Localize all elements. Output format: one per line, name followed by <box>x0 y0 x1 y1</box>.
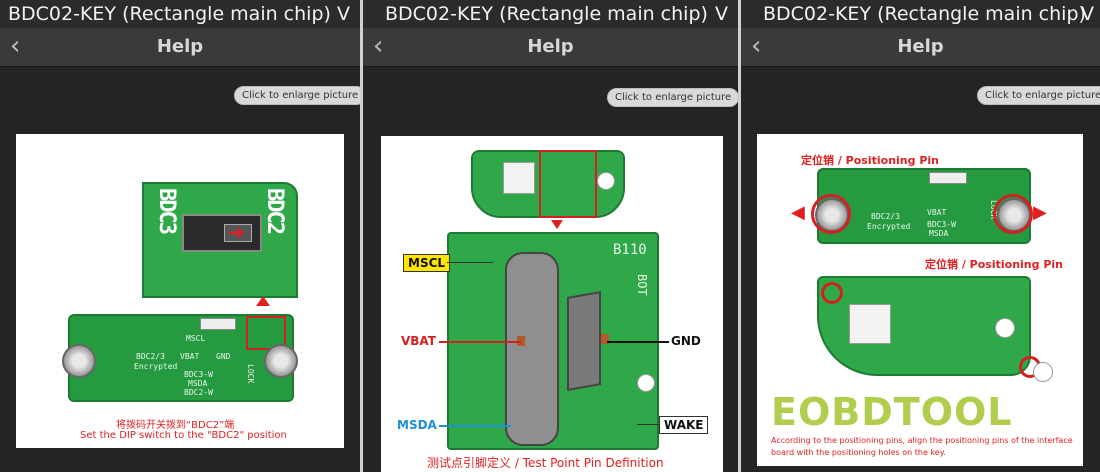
board-text-msda: MSDA <box>929 229 949 238</box>
interface-board: MSCL BDC2/3 Encrypted VBAT GND BDC3-W MS… <box>68 314 294 402</box>
board-text-bdc2w: BDC2-W <box>184 388 213 397</box>
board-text-bdc3w: BDC3-W <box>184 370 213 379</box>
board-text-gnd: GND <box>216 352 231 361</box>
board-text-msda: MSDA <box>188 379 208 388</box>
window-title: BDC02-KEY (Rectangle main chip) <box>8 3 331 25</box>
positioning-pin-label-top: 定位销 / Positioning Pin <box>801 154 939 167</box>
window-title: BDC02-KEY (Rectangle main chip) <box>385 3 708 25</box>
left-arrow-icon: ◀ <box>791 202 805 223</box>
window-title-bar: BDC02-KEY (Rectangle main chip) V <box>0 0 360 28</box>
menu-chevron-icon[interactable]: V <box>715 3 728 25</box>
board-text-mscl: MSCL <box>186 334 206 343</box>
left-screw <box>62 344 96 378</box>
menu-chevron-icon[interactable]: V <box>1081 3 1094 25</box>
help-panel-2: BDC02-KEY (Rectangle main chip) V ‹ Help… <box>363 0 738 472</box>
page-title: Help <box>527 36 574 57</box>
mscl-leader <box>447 262 493 263</box>
key-board-thumbnail <box>471 150 625 218</box>
board-text-vbat: VBAT <box>180 352 200 361</box>
pin-hole <box>1033 362 1053 382</box>
bdc2-label: BDC2 <box>262 188 287 233</box>
help-panel-1: BDC02-KEY (Rectangle main chip) V ‹ Help… <box>0 0 360 472</box>
msda-label: MSDA <box>397 418 437 432</box>
eobdtool-watermark: EOBDTOOL <box>771 390 1013 434</box>
panel-divider <box>738 0 741 472</box>
caption-line-1: According to the positioning pins, align… <box>771 436 1073 445</box>
help-image[interactable]: BDC3 BDC2 ➜ MSCL BDC2/3 Encrypted VBAT G… <box>16 134 344 448</box>
board-text-bot: BOT <box>635 274 649 296</box>
back-arrow-icon[interactable]: ‹ <box>373 31 384 61</box>
nav-bar: ‹ Help <box>363 28 738 67</box>
help-image[interactable]: B110 BOT MSCL VBAT GND MSDA WAKE 测试点引脚定义… <box>381 136 723 472</box>
contact-strip <box>505 252 559 446</box>
pin-hole <box>597 172 615 190</box>
enlarge-picture-button[interactable]: Click to enlarge picture <box>977 86 1100 105</box>
board-text-bdc23: BDC2/3 <box>136 352 165 361</box>
board-text-encrypted: Encrypted <box>867 222 911 231</box>
dip-switch-zoom: BDC3 BDC2 ➜ <box>142 182 298 298</box>
mscl-label: MSCL <box>403 254 451 272</box>
panel-divider <box>360 0 363 472</box>
up-arrow-icon <box>256 296 270 306</box>
msda-leader <box>439 425 511 427</box>
window-title-bar: BDC02-KEY (Rectangle main chip) V <box>363 0 738 28</box>
chip <box>849 304 891 344</box>
zoom-area-box <box>539 150 597 218</box>
bdc3-label: BDC3 <box>154 188 179 233</box>
connector <box>929 172 967 184</box>
nav-bar: ‹ Help <box>0 28 360 67</box>
caption-en: Set the DIP switch to the "BDC2" positio… <box>80 430 287 441</box>
back-arrow-icon[interactable]: ‹ <box>751 31 762 61</box>
connector <box>200 318 236 330</box>
positioning-hole-left <box>821 282 843 304</box>
down-arrow-icon <box>551 220 563 229</box>
vbat-pad <box>517 336 525 346</box>
wake-label: WAKE <box>659 416 709 434</box>
pin-hole <box>637 374 655 392</box>
contact-plate <box>567 291 601 391</box>
test-point-board: B110 BOT <box>447 232 659 450</box>
caption: 测试点引脚定义 / Test Point Pin Definition <box>427 456 664 470</box>
page-title: Help <box>897 36 944 57</box>
enlarge-picture-button[interactable]: Click to enlarge picture <box>234 86 360 105</box>
gnd-label: GND <box>671 334 701 348</box>
board-text-bdc23: BDC2/3 <box>871 212 900 221</box>
wake-leader <box>637 424 659 425</box>
nav-bar: ‹ Help <box>741 28 1100 67</box>
board-text-b110: B110 <box>613 242 647 258</box>
caption-cn: 将拨码开关拨到“BDC2”端 <box>116 420 235 431</box>
board-text-bdc3w: BDC3-W <box>927 220 956 229</box>
positioning-pin-label-bottom: 定位销 / Positioning Pin <box>925 258 1063 271</box>
dip-switch <box>182 214 262 252</box>
switch-arrow-icon: ➜ <box>228 220 245 244</box>
window-title-bar: BDC02-KEY (Rectangle main chip) V <box>741 0 1100 28</box>
right-screw <box>264 344 298 378</box>
chip <box>503 162 535 194</box>
gnd-leader <box>607 341 669 343</box>
page-title: Help <box>156 36 204 57</box>
left-pin-highlight <box>811 194 851 234</box>
switch-highlight-box <box>246 316 286 350</box>
board-text-vbat: VBAT <box>927 208 947 217</box>
back-arrow-icon[interactable]: ‹ <box>10 31 21 61</box>
help-image[interactable]: 定位销 / Positioning Pin 定位销 / Positioning … <box>757 134 1083 466</box>
enlarge-picture-button[interactable]: Click to enlarge picture <box>607 88 738 107</box>
board-text-encrypted: Encrypted <box>134 362 178 371</box>
gnd-pad <box>601 334 609 344</box>
window-title: BDC02-KEY (Rectangle main chip) <box>763 3 1086 25</box>
vbat-label: VBAT <box>401 334 436 348</box>
help-panel-3: BDC02-KEY (Rectangle main chip) V ‹ Help… <box>741 0 1100 472</box>
board-text-lock: LOCK <box>246 364 255 384</box>
pin-hole <box>995 318 1015 338</box>
key-board <box>817 276 1031 376</box>
menu-chevron-icon[interactable]: V <box>337 3 350 25</box>
right-pin-highlight <box>993 194 1033 234</box>
right-arrow-icon: ▶ <box>1033 202 1047 223</box>
vbat-leader <box>439 341 521 343</box>
caption-line-2: board with the positioning holes on the … <box>771 448 946 457</box>
